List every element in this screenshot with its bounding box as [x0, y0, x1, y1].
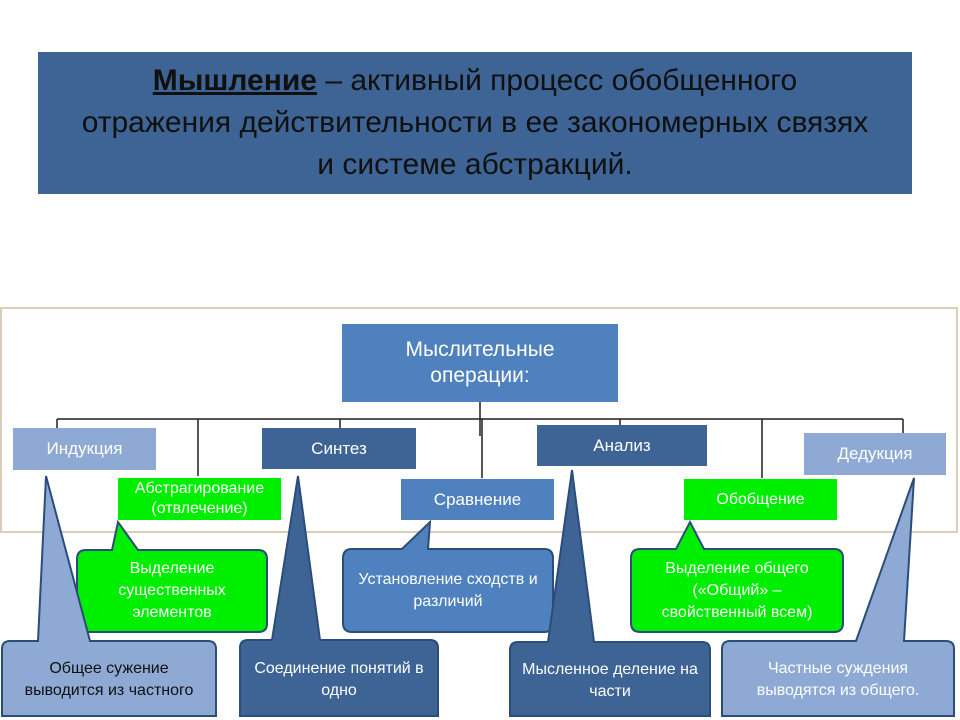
definition-term: Мышление	[152, 64, 317, 97]
generalization-callout-text: Выделение общего («Общий» – свойственный…	[661, 559, 813, 621]
analysis-callout-shape	[509, 469, 711, 717]
root-node-mental-operations: Мыслительные операции:	[342, 324, 618, 402]
diagram-frame	[0, 307, 958, 533]
definition-body: – активный процесс обобщенного отражения…	[81, 64, 869, 181]
induction-callout-shape	[1, 475, 217, 717]
operation-generalization: Обобщение	[684, 479, 837, 520]
abstraction-callout-text: Выделение существенных элементов	[118, 560, 226, 621]
analysis-callout-text: Мысленное деление на части	[522, 661, 698, 700]
operation-analysis: Анализ	[537, 425, 707, 466]
synthesis-callout-shape	[239, 475, 439, 717]
operation-deduction: Дедукция	[804, 433, 946, 475]
generalization-callout-shape	[630, 519, 844, 633]
abstraction-callout-shape	[76, 519, 268, 633]
comparison-callout-shape	[342, 519, 554, 633]
operation-comparison: Сравнение	[401, 479, 554, 520]
induction-callout-text: Общее сужение выводится из частного	[24, 660, 194, 699]
synthesis-callout-text: Соединение понятий в одно	[254, 660, 424, 699]
deduction-callout-text: Частные суждения выводятся из общего.	[756, 660, 920, 699]
definition-text: Мышление – активный процесс обобщенного …	[75, 60, 875, 186]
deduction-callout-shape	[721, 477, 955, 717]
definition-banner: Мышление – активный процесс обобщенного …	[38, 52, 912, 194]
operation-synthesis: Синтез	[262, 428, 416, 469]
operation-induction: Индукция	[13, 428, 156, 470]
operation-abstraction: Абстрагирование (отвлечение)	[118, 478, 281, 520]
comparison-callout-text: Установление сходств и различий	[358, 570, 538, 610]
